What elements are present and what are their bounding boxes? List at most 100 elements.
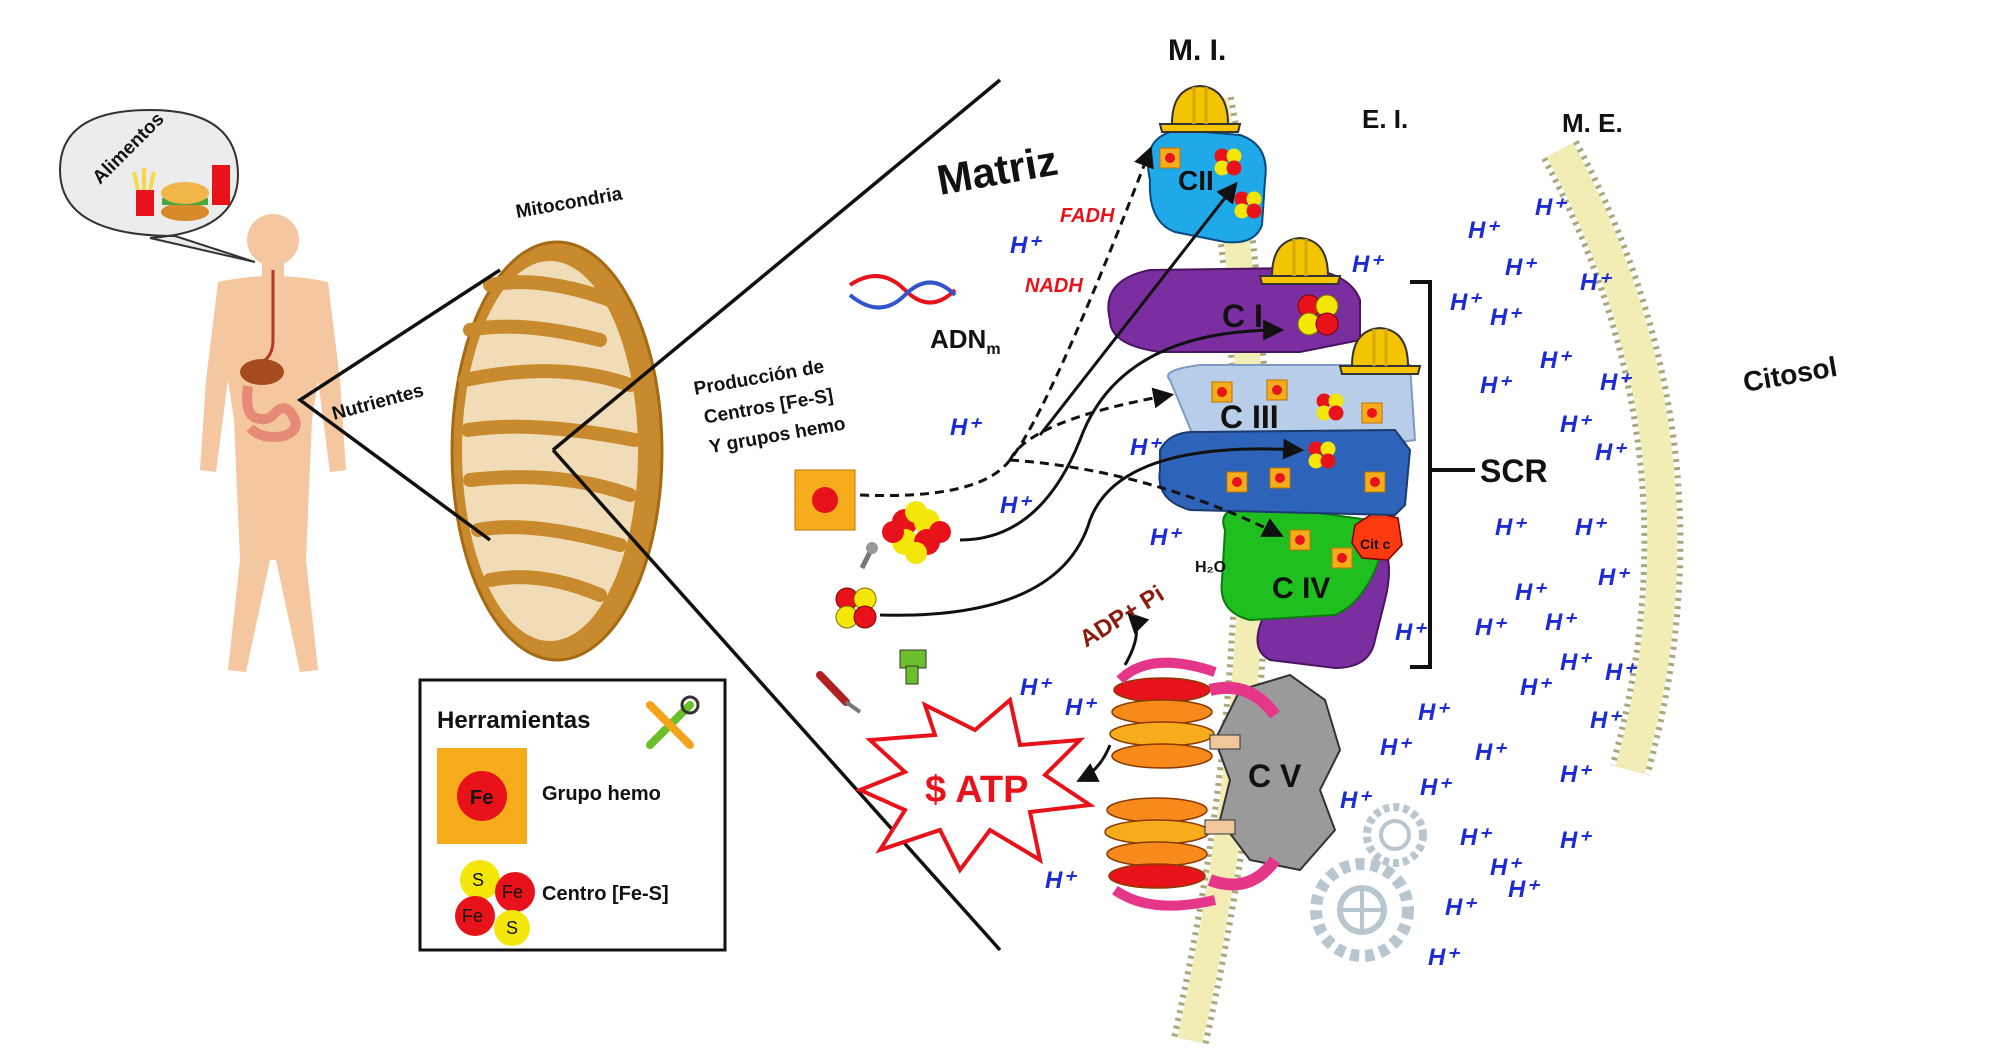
fes-cluster-icon [882, 501, 951, 564]
hplus-ion: H⁺ [1418, 699, 1450, 726]
nadh-label: NADH [1025, 275, 1083, 297]
atp-burst: $ ATP [854, 696, 1096, 874]
nutrientes-label: Nutrientes [330, 380, 426, 425]
hplus-ion: H⁺ [1600, 369, 1632, 396]
fes-legend-label: Centro [Fe-S] [542, 883, 669, 905]
hplus-ion: H⁺ [1340, 787, 1372, 814]
screwdriver-icon [816, 671, 862, 714]
hemo-legend-swatch: Fe [437, 748, 527, 844]
h2o-label: H₂O [1195, 559, 1226, 576]
svg-text:Fe: Fe [462, 906, 483, 926]
me-label: M. E. [1562, 108, 1623, 138]
hplus-ion: H⁺ [1545, 609, 1577, 636]
zoom-lines [296, 78, 1002, 952]
dna-icon [848, 274, 957, 310]
hplus-ion: H⁺ [1560, 761, 1592, 788]
adp-pi-label: ADP+ Pi [1075, 580, 1169, 653]
hplus-ion: H⁺ [1490, 854, 1522, 881]
hemo-legend-label: Grupo hemo [542, 783, 661, 805]
hplus-ion: H⁺ [1445, 894, 1477, 921]
hplus-ion: H⁺ [1560, 827, 1592, 854]
drill-icon [899, 649, 927, 685]
svg-text:Fe: Fe [502, 882, 523, 902]
hplus-ion: H⁺ [1598, 564, 1630, 591]
hemo-producer [794, 469, 856, 531]
hplus-ion: H⁺ [1595, 439, 1627, 466]
hplus-ion: H⁺ [1130, 434, 1162, 461]
hplus-ion: H⁺ [1045, 867, 1077, 894]
helmet-ci-icon [1258, 236, 1342, 286]
hplus-ion: H⁺ [1395, 619, 1427, 646]
hplus-ion: H⁺ [1450, 289, 1482, 316]
hplus-ion: H⁺ [1150, 524, 1182, 551]
hplus-ion: H⁺ [1590, 707, 1622, 734]
food-bubble: Alimentos [58, 109, 256, 263]
outer-membrane [1541, 140, 1684, 776]
hplus-ion: H⁺ [1352, 251, 1384, 278]
legend-box: Herramientas Fe Grupo hemo S Fe Fe S Cen… [418, 678, 727, 952]
hplus-ion: H⁺ [1065, 694, 1097, 721]
cit-c-label: Cit c [1360, 536, 1391, 552]
hplus-ion: H⁺ [1580, 269, 1612, 296]
hplus-ion: H⁺ [1475, 739, 1507, 766]
hplus-ion: H⁺ [1475, 614, 1507, 641]
mitocondria-label: Mitocondria [514, 183, 624, 222]
produccion-label: Producción de Centros [Fe-S] Y grupos he… [692, 354, 847, 459]
complex-iv: C IV H₂O Cit c [1195, 503, 1403, 670]
complex-i: C I [1107, 266, 1361, 353]
hplus-ion: H⁺ [1575, 514, 1607, 541]
ciii-label: C III [1220, 399, 1279, 435]
cii-label: CII [1178, 165, 1214, 196]
hplus-ion: H⁺ [1495, 514, 1527, 541]
legend-title: Herramientas [437, 707, 590, 734]
complex-v: C V [1104, 657, 1342, 911]
hplus-ion: H⁺ [1605, 659, 1637, 686]
scr-bracket [1410, 280, 1475, 669]
hplus-ion: H⁺ [1428, 944, 1460, 971]
hplus-ion: H⁺ [1520, 674, 1552, 701]
hplus-ion: H⁺ [1460, 824, 1492, 851]
gear-small-icon [1363, 803, 1427, 867]
scr-label: SCR [1480, 453, 1548, 489]
hplus-ion: H⁺ [1480, 372, 1512, 399]
hplus-ion: H⁺ [1468, 217, 1500, 244]
hplus-ion: H⁺ [1535, 194, 1567, 221]
hplus-ion: H⁺ [950, 414, 982, 441]
screw-icon [859, 542, 878, 570]
hplus-ion: H⁺ [1560, 411, 1592, 438]
adn-label: ADNm [930, 324, 1001, 358]
food-icon [132, 165, 230, 221]
hplus-ion: H⁺ [1540, 347, 1572, 374]
electron-flow-arrows [859, 146, 1305, 782]
hplus-ion: H⁺ [1560, 649, 1592, 676]
hplus-ion: H⁺ [1000, 492, 1032, 519]
hplus-ion: H⁺ [1490, 304, 1522, 331]
hplus-ion: H⁺ [1020, 674, 1052, 701]
complex-ii: CII [1147, 128, 1267, 244]
gear-large-icon [1310, 858, 1414, 962]
svg-text:S: S [506, 918, 518, 938]
cv-label: C V [1248, 758, 1302, 794]
human-body-figure [200, 214, 346, 672]
civ-label: C IV [1272, 572, 1330, 605]
svg-text:Fe: Fe [470, 787, 493, 809]
hplus-ion: H⁺ [1010, 232, 1042, 259]
atp-label: $ ATP [925, 769, 1028, 811]
ci-label: C I [1222, 298, 1263, 334]
mitochondria-organelle: Mitocondria [450, 183, 664, 662]
hplus-ion: H⁺ [1420, 774, 1452, 801]
mi-label: M. I. [1168, 34, 1226, 67]
hplus-ion: H⁺ [1380, 734, 1412, 761]
fes-legend-swatch: S Fe Fe S [455, 860, 535, 946]
hplus-ion: H⁺ [1508, 876, 1540, 903]
svg-text:S: S [472, 870, 484, 890]
fadh-label: FADH [1060, 205, 1115, 227]
matriz-label: Matriz [933, 137, 1061, 204]
hplus-ion: H⁺ [1505, 254, 1537, 281]
tools-icon [646, 695, 700, 749]
complex-iii: C III [1158, 364, 1417, 517]
citosol-label: Citosol [1741, 351, 1840, 398]
proton-ions: H⁺ H⁺ H⁺ H⁺ H⁺ H⁺ H⁺ H⁺ H⁺ H⁺ H⁺ H⁺ H⁺ H… [950, 194, 1637, 971]
hplus-ion: H⁺ [1515, 579, 1547, 606]
